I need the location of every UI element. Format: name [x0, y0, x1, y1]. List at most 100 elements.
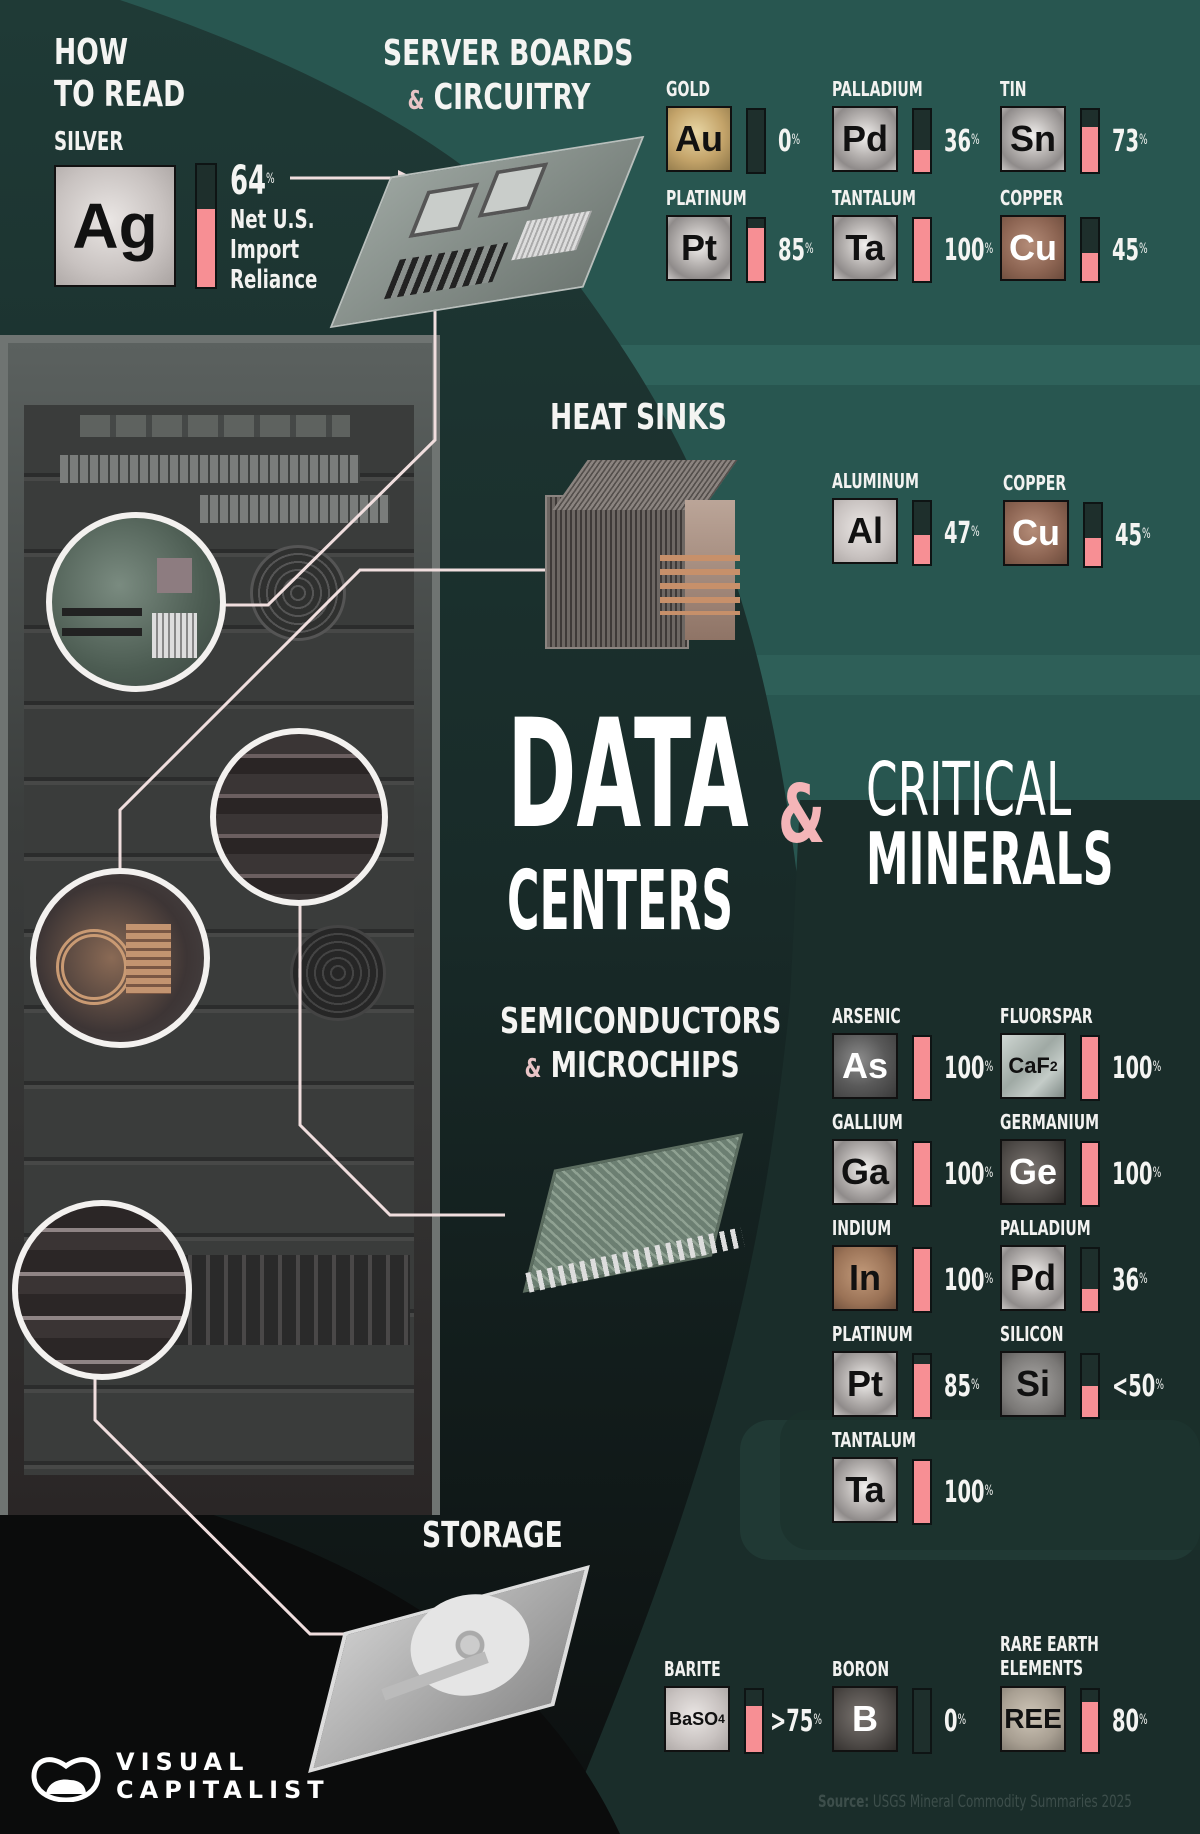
- zoom-circle-hard-drives: [12, 1200, 192, 1380]
- legend-heading: HOW TO READ: [54, 32, 186, 115]
- mineral-palladium-semi: PALLADIUM Pd 36%: [1000, 1217, 1170, 1317]
- source-note: Source: USGS Mineral Commodity Summaries…: [818, 1792, 1132, 1812]
- legend-example-value: 64%: [230, 158, 275, 204]
- import-reliance-bar: [1080, 217, 1100, 283]
- import-reliance-bar: [1080, 1141, 1100, 1207]
- import-reliance-bar: [746, 108, 766, 174]
- mineral-platinum: PLATINUM Pt 85%: [666, 187, 836, 287]
- mineral-tile: Au: [666, 106, 732, 172]
- import-reliance-bar: [912, 1353, 932, 1419]
- import-reliance-value: 100%: [944, 1263, 994, 1298]
- mineral-tile: Pt: [832, 1351, 898, 1417]
- import-reliance-bar: [912, 1035, 932, 1101]
- section-title-semiconductors: SEMICONDUCTORS & MICROCHIPS: [500, 1001, 782, 1086]
- zoom-circle-motherboard: [46, 512, 226, 692]
- mineral-copper-heat-sinks: COPPER Cu 45%: [1003, 472, 1173, 572]
- mineral-tile: Ta: [832, 215, 898, 281]
- import-reliance-value: 100%: [1112, 1051, 1162, 1086]
- import-reliance-value: 36%: [1112, 1263, 1148, 1298]
- mineral-tile: Si: [1000, 1351, 1066, 1417]
- legend-example-name: SILVER: [54, 127, 124, 157]
- import-reliance-bar: [912, 217, 932, 283]
- mineral-tile: Pd: [832, 106, 898, 172]
- import-reliance-value: 36%: [944, 124, 980, 159]
- mineral-platinum-semi: PLATINUM Pt 85%: [832, 1323, 1002, 1423]
- import-reliance-bar: [912, 1141, 932, 1207]
- import-reliance-bar: [912, 500, 932, 566]
- mineral-tin: TIN Sn 73%: [1000, 78, 1170, 178]
- mineral-boron: BORON B 0%: [832, 1658, 1002, 1758]
- legend-caption: Net U.S. Import Reliance: [230, 205, 318, 295]
- mineral-gallium: GALLIUM Ga 100%: [832, 1111, 1002, 1211]
- import-reliance-value: >75%: [770, 1704, 822, 1739]
- import-reliance-value: 100%: [944, 1051, 994, 1086]
- title-data: DATA: [507, 688, 749, 862]
- title-critical: CRITICAL: [866, 747, 1072, 833]
- import-reliance-bar: [1080, 108, 1100, 174]
- mineral-rare-earth-elements: RARE EARTH ELEMENTS REE 80%: [1000, 1632, 1170, 1758]
- mineral-silicon: SILICON Si <50%: [1000, 1323, 1170, 1423]
- mineral-tile: Al: [832, 498, 898, 564]
- mineral-tile: REE: [1000, 1686, 1066, 1752]
- import-reliance-value: 80%: [1112, 1704, 1148, 1739]
- mineral-palladium: PALLADIUM Pd 36%: [832, 78, 1002, 178]
- section-title-storage: STORAGE: [422, 1515, 563, 1556]
- mineral-tile: Cu: [1000, 215, 1066, 281]
- section-title-server-boards: SERVER BOARDS & CIRCUITRY: [383, 33, 634, 118]
- import-reliance-bar: [746, 217, 766, 283]
- title-minerals: MINERALS: [866, 817, 1114, 901]
- visual-capitalist-logo: VISUAL CAPITALIST: [30, 1748, 330, 1808]
- mineral-tile: Sn: [1000, 106, 1066, 172]
- import-reliance-value: 85%: [944, 1369, 980, 1404]
- mineral-tile: As: [832, 1033, 898, 1099]
- import-reliance-value: 0%: [944, 1704, 967, 1739]
- import-reliance-value: 45%: [1115, 518, 1151, 553]
- mineral-tantalum-semi: TANTALUM Ta 100%: [832, 1429, 1002, 1529]
- mineral-tile: Ge: [1000, 1139, 1066, 1205]
- section-title-heat-sinks: HEAT SINKS: [550, 397, 727, 438]
- import-reliance-bar: [1080, 1688, 1100, 1754]
- import-reliance-value: 45%: [1112, 233, 1148, 268]
- title-centers: CENTERS: [507, 854, 734, 949]
- microchip-image: [505, 1130, 765, 1310]
- legend-example-bar: [195, 163, 217, 289]
- motherboard-image: [329, 135, 645, 335]
- import-reliance-value: 100%: [944, 233, 994, 268]
- import-reliance-value: 73%: [1112, 124, 1148, 159]
- mineral-gold: GOLD Au 0%: [666, 78, 836, 178]
- import-reliance-bar: [1080, 1353, 1100, 1419]
- mineral-tile: B: [832, 1686, 898, 1752]
- hard-drive-image: [308, 1564, 600, 1774]
- heat-sink-image: [540, 455, 750, 665]
- import-reliance-bar: [912, 1459, 932, 1525]
- title-ampersand: &: [778, 768, 826, 861]
- mineral-tile: Cu: [1003, 500, 1069, 566]
- import-reliance-bar: [912, 1247, 932, 1313]
- import-reliance-bar: [912, 1688, 932, 1754]
- mineral-copper: COPPER Cu 45%: [1000, 187, 1170, 287]
- zoom-circle-drives: [210, 728, 388, 906]
- mineral-tile: Ga: [832, 1139, 898, 1205]
- brand-name: VISUAL CAPITALIST: [116, 1748, 330, 1804]
- mineral-tantalum: TANTALUM Ta 100%: [832, 187, 1002, 287]
- import-reliance-bar: [1080, 1247, 1100, 1313]
- visual-capitalist-logo-icon: [31, 1757, 101, 1802]
- import-reliance-value: 100%: [944, 1157, 994, 1192]
- mineral-aluminum: ALUMINUM Al 47%: [832, 470, 1002, 570]
- mineral-tile: In: [832, 1245, 898, 1311]
- import-reliance-value: 85%: [778, 233, 814, 268]
- mineral-arsenic: ARSENIC As 100%: [832, 1005, 1002, 1105]
- import-reliance-bar: [912, 108, 932, 174]
- legend-example-bar-fill: [197, 208, 215, 287]
- import-reliance-bar: [1080, 1035, 1100, 1101]
- mineral-tile: Pd: [1000, 1245, 1066, 1311]
- import-reliance-value: 47%: [944, 516, 980, 551]
- import-reliance-value: 100%: [944, 1475, 994, 1510]
- mineral-germanium: GERMANIUM Ge 100%: [1000, 1111, 1170, 1211]
- import-reliance-value: 0%: [778, 124, 801, 159]
- legend-example-tile: Ag: [54, 165, 176, 287]
